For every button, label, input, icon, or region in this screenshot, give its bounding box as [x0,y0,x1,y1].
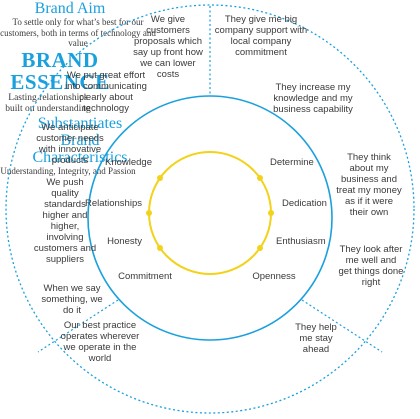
core-ring [148,151,272,275]
core-dot [268,210,274,216]
we-statement-2: We put great effort into communicating c… [65,70,147,114]
we-statement-4: We push quality standards higher and hig… [33,177,97,265]
brand-aim-title: Brand Aim [34,0,106,17]
core-dot [157,245,163,251]
brand-essence-title-2: ESSENCE [10,69,110,94]
value-label-relationships: Relationships [84,198,142,209]
value-label-determine: Determine [270,157,314,168]
value-label-openness: Openness [252,271,296,282]
substantiates-label: Substantiates [37,114,123,132]
core-dot [257,245,263,251]
outer-ring [5,4,415,414]
brand-essence-subtitle: Lasting relationships built on understan… [5,92,91,114]
core-dot [157,175,163,181]
they-statement-4: They look after me well and get things d… [338,244,404,288]
brand-essence-title-1: BRAND [21,47,99,72]
core-dot [146,210,152,216]
we-statement-1: We give customers proposals which say up… [133,14,203,80]
we-statement-5: When we say something, we do it [41,283,103,316]
value-label-commitment: Commitment [118,271,172,282]
value-label-dedication: Dedication [282,198,327,209]
brand-characteristics-text: Understanding, Integrity, and Passion [0,165,136,176]
they-statement-3: They think about my business and treat m… [336,152,402,218]
value-label-enthusiasm: Enthusiasm [276,236,326,247]
they-statement-1: They give me big company support with lo… [214,14,308,58]
value-label-knowledge: Knowledge [104,157,152,168]
brand-characteristics-title-1: Brand [60,131,100,149]
core-dot [257,175,263,181]
brand-aim-text: To settle only for what’s best for our c… [0,17,156,48]
they-statement-5: They help me stay ahead [295,322,337,355]
we-statement-6: Our best practice operates wherever we o… [60,320,140,364]
they-statement-2: They increase my knowledge and my busine… [273,82,353,115]
middle-ring [87,95,333,341]
brand-characteristics-title-2: Characteristics [32,148,128,166]
we-statement-3: We anticipate customer needs with innova… [36,122,104,166]
value-label-honesty: Honesty [107,236,142,247]
